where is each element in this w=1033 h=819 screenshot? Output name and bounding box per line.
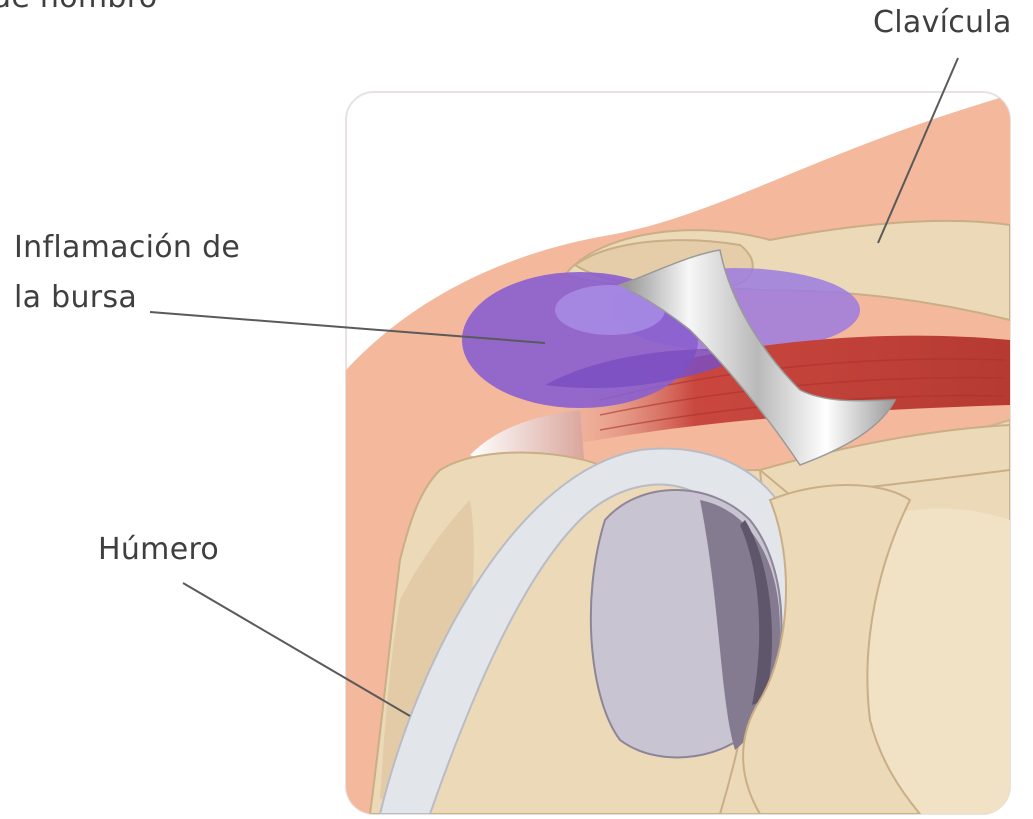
shoulder-anatomy-illustration (0, 0, 1033, 819)
